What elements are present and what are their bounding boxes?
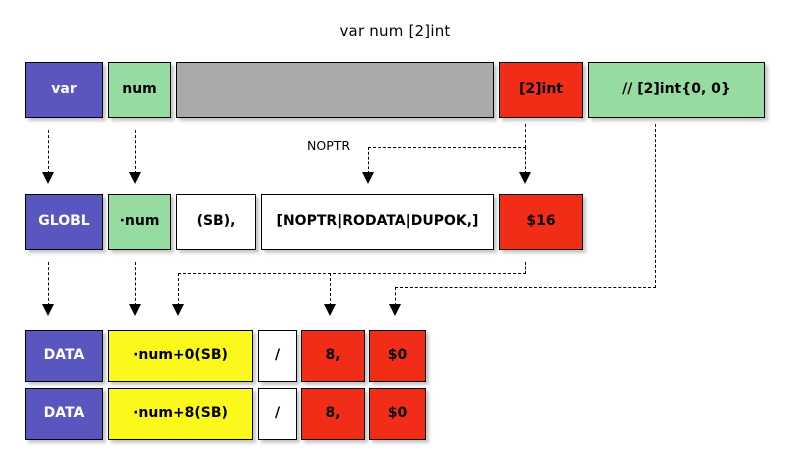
comment-route-target-shaft — [395, 287, 396, 306]
decl-identifier-num-box: num — [108, 62, 171, 118]
size-route-target-shaft — [178, 273, 179, 306]
arrow-var-to-globl-head — [41, 172, 54, 184]
globl-size-box: $16 — [499, 194, 583, 250]
data8-slash-box: / — [258, 388, 297, 440]
data0-width-box: 8, — [301, 330, 365, 382]
size-route-branch-arrow-head — [323, 304, 336, 316]
data8-keyword-box: DATA — [25, 388, 103, 440]
arrow-var-to-globl-shaft — [48, 130, 49, 174]
size-route-horizontal — [178, 273, 526, 274]
decl-type-2int-box: [2]int — [499, 62, 583, 118]
arrow-symbol-to-operand-head — [128, 304, 141, 316]
data8-operand-box: ·num+8(SB) — [108, 388, 253, 440]
comment-route-arrow-head — [388, 304, 401, 316]
decl-empty-gray-box — [176, 62, 494, 118]
globl-keyword-box: GLOBL — [25, 194, 103, 250]
size-route-branch-shaft — [330, 273, 331, 306]
globl-symbol-box: ·num — [108, 194, 171, 250]
noptr-horizontal-connector — [368, 147, 526, 148]
size-route-drop-shaft — [525, 262, 526, 274]
data8-width-box: 8, — [301, 388, 365, 440]
data8-value-box: $0 — [369, 388, 426, 440]
arrow-symbol-to-operand-shaft — [135, 262, 136, 306]
noptr-target-drop-shaft — [368, 147, 369, 174]
data0-value-box: $0 — [369, 330, 426, 382]
globl-sb-base-box: (SB), — [176, 194, 256, 250]
globl-flags-box: [NOPTR|RODATA|DUPOK,] — [261, 194, 494, 250]
comment-route-drop-shaft — [655, 124, 656, 288]
comment-route-horizontal — [395, 287, 656, 288]
noptr-target-arrow-head — [361, 172, 374, 184]
data0-slash-box: / — [258, 330, 297, 382]
noptr-size-arrow-head — [518, 172, 531, 184]
noptr-annotation-label: NOPTR — [307, 138, 351, 153]
data0-operand-box: ·num+0(SB) — [108, 330, 253, 382]
diagram-title: var num [2]int — [339, 22, 451, 40]
data0-keyword-box: DATA — [25, 330, 103, 382]
decl-comment-box: // [2]int{0, 0} — [588, 62, 765, 118]
arrow-globl-to-data-shaft — [48, 262, 49, 306]
size-route-arrow-head — [171, 304, 184, 316]
arrow-num-to-symbol-head — [128, 172, 141, 184]
noptr-size-drop-shaft — [525, 147, 526, 174]
arrow-globl-to-data-head — [41, 304, 54, 316]
arrow-num-to-symbol-shaft — [135, 130, 136, 174]
decl-keyword-var-box: var — [25, 62, 103, 118]
noptr-source-drop-shaft — [525, 124, 526, 148]
